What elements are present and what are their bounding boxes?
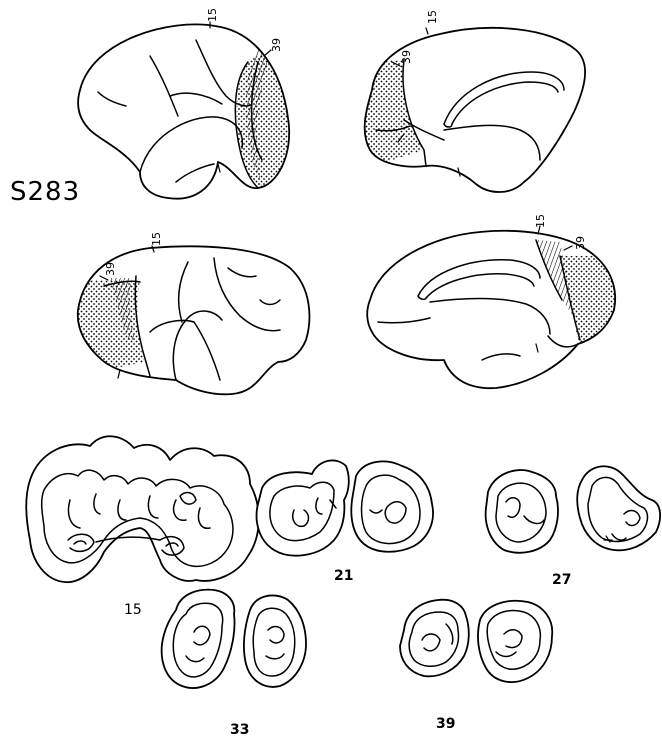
coronal-section-27 bbox=[486, 466, 660, 552]
level-label-15: 15 bbox=[534, 214, 547, 228]
section-label-27: 27 bbox=[552, 572, 571, 588]
level-label-39: 39 bbox=[270, 38, 283, 52]
level-label-15: 15 bbox=[426, 10, 439, 24]
coronal-section-15 bbox=[26, 436, 259, 582]
section-label-39: 39 bbox=[436, 716, 455, 732]
brain-right-lateral: 39 15 bbox=[60, 232, 309, 394]
case-id: S283 bbox=[10, 177, 80, 207]
section-label-21: 21 bbox=[334, 568, 353, 584]
level-label-39: 39 bbox=[104, 262, 117, 276]
coronal-section-33 bbox=[162, 590, 306, 688]
brain-left-medial: 15 39 bbox=[367, 214, 630, 388]
brain-left-lateral: 15 39 bbox=[78, 8, 300, 199]
level-label-15: 15 bbox=[206, 8, 219, 22]
level-label-39: 39 bbox=[574, 236, 587, 250]
coronal-section-39 bbox=[400, 600, 552, 682]
coronal-section-21 bbox=[257, 460, 433, 555]
brain-right-medial: 39 15 bbox=[360, 10, 585, 192]
section-label-15: 15 bbox=[124, 602, 142, 618]
level-label-15: 15 bbox=[150, 232, 163, 246]
section-label-33: 33 bbox=[230, 722, 249, 738]
level-label-39: 39 bbox=[400, 50, 413, 64]
